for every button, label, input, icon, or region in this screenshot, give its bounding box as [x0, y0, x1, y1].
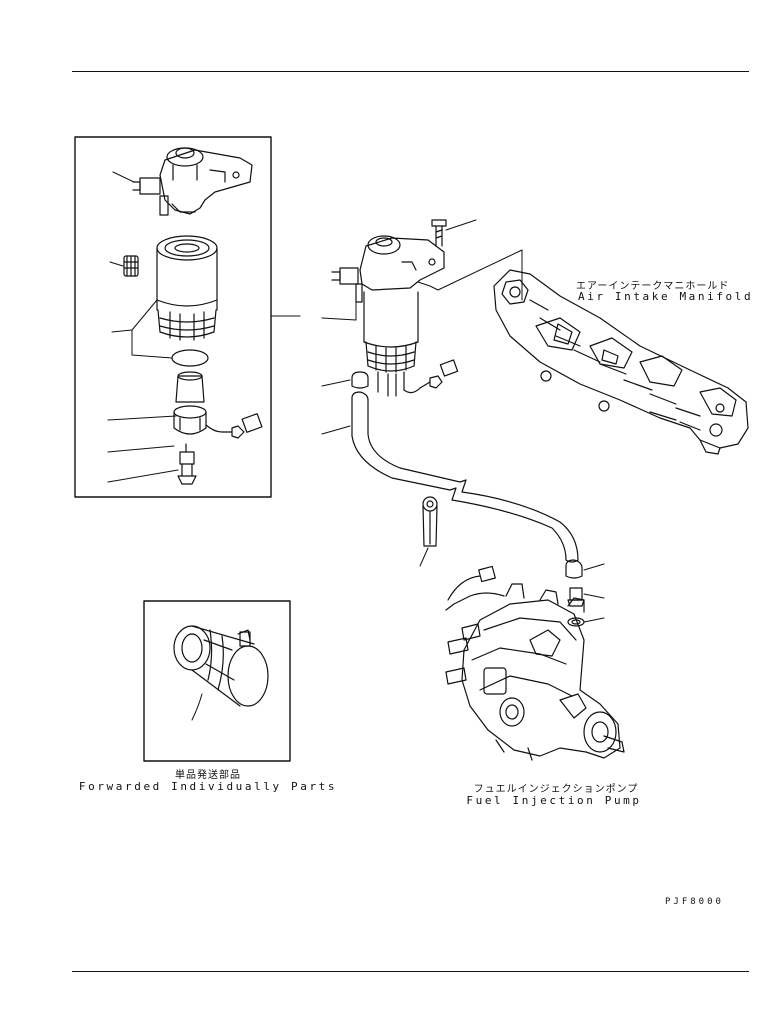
- assembled-filter: [331, 219, 459, 397]
- forwarded-parts-box: [143, 600, 291, 762]
- exploded-view-box: [74, 136, 272, 498]
- drawing-code: PJF8000: [665, 897, 724, 907]
- forwarded-part: [173, 625, 269, 721]
- pump-label-jp: フュエルインジェクションポンプ: [473, 784, 639, 795]
- pump-label-en: Fuel Injection Pump: [466, 794, 642, 807]
- manifold-label-jp: エアーインテークマニホールド: [576, 281, 730, 292]
- forwarded-label-jp: 単品発送部品: [175, 770, 241, 781]
- o-ring: [171, 349, 209, 367]
- manifold-label-en: Air Intake Manifold: [578, 290, 754, 303]
- fuel-injection-pump: [445, 565, 625, 761]
- forwarded-label-en: Forwarded Individually Parts: [78, 780, 338, 793]
- leader-lines-inset: [107, 171, 301, 483]
- water-sensor: [173, 371, 263, 439]
- leader-lines-main: [321, 219, 523, 435]
- drain-plug: [177, 443, 197, 485]
- bottom-rule: [72, 971, 749, 972]
- fuel-hose: [351, 391, 579, 563]
- air-intake-manifold: [493, 269, 749, 455]
- hose-clip: [419, 496, 438, 567]
- top-rule: [72, 71, 749, 72]
- strainer: [123, 255, 139, 277]
- filter-cartridge: [156, 235, 218, 341]
- leader-lines-pump: [583, 563, 605, 623]
- filter-head: [132, 147, 253, 216]
